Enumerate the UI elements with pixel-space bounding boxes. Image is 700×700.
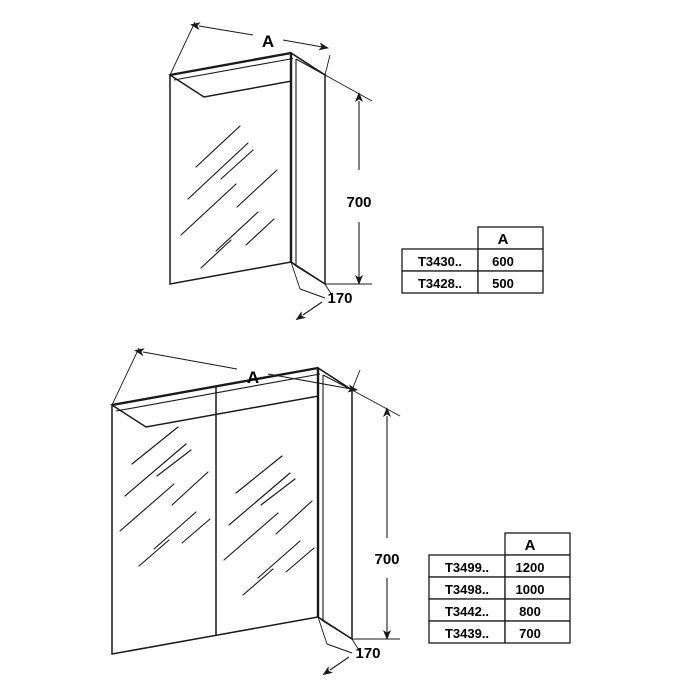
cabinet-body-single [168, 51, 327, 286]
mirror-reflection-lines-right-door [223, 455, 315, 596]
table-double-header-cell [504, 532, 571, 556]
mirror-reflection-lines-single [180, 125, 278, 269]
width-label-double: A [247, 368, 259, 387]
table-double-row3-code: T3442.. [445, 604, 489, 619]
table-single-row2-value-cell [477, 270, 544, 294]
height-dimension-double: 700 [351, 389, 401, 640]
width-dimension-double: A [111, 347, 361, 406]
table-single-row2-value: 500 [492, 276, 514, 291]
carcass-bottom-line-single [295, 265, 326, 285]
height-dimension-single: 700 [324, 74, 373, 285]
door-corner-detail-single [290, 261, 297, 267]
door-top-edge-single [169, 51, 292, 77]
variants-table-single: A T3430.. 600 T3428.. 500 [401, 226, 544, 294]
door-top-inner-edge-double [115, 373, 321, 412]
single-door-cabinet-view: A 700 170 [168, 21, 373, 321]
width-label-single: A [262, 32, 274, 51]
carcass-bottom-line-double [322, 620, 353, 640]
table-double-row4-code: T3439.. [445, 626, 489, 641]
table-double-column-header: A [525, 537, 536, 554]
height-label-double: 700 [374, 551, 399, 568]
table-single-column-header: A [498, 231, 509, 248]
table-single-row2-code: T3428.. [418, 276, 462, 291]
carcass-top-line-single [295, 58, 326, 76]
width-dimension-single: A [169, 21, 331, 76]
depth-label-single: 170 [327, 290, 352, 307]
table-double-row1-code: T3499.. [445, 560, 489, 575]
mirror-reflection-lines-left-door [119, 426, 211, 567]
double-door-cabinet-view: A 700 170 [109, 347, 401, 676]
table-single-row1-value: 600 [492, 254, 514, 269]
table-single-header-cell [477, 226, 544, 250]
depth-label-double: 170 [355, 645, 380, 662]
table-single-row1-code: T3430.. [418, 254, 462, 269]
depth-dimension-single: 170 [290, 261, 353, 321]
door-top-inner-edge-single [173, 57, 294, 81]
carcass-top-line-double [322, 374, 353, 391]
table-double-row3-value: 800 [519, 604, 541, 619]
cabinet-body-double [109, 366, 355, 655]
depth-dimension-double: 170 [317, 616, 381, 676]
table-double-row4-value-cell [504, 620, 571, 644]
table-double-row4-value: 700 [519, 626, 541, 641]
table-double-row1-value: 1200 [516, 560, 545, 575]
height-label-single: 700 [346, 194, 371, 211]
variants-table-double: A T3499.. 1200 T3498.. 1000 T3442.. 800 … [428, 532, 571, 644]
table-double-row2-value: 1000 [516, 582, 545, 597]
door-corner-detail-double [317, 616, 324, 622]
door-top-edge-double [111, 366, 319, 407]
table-double-row2-code: T3498.. [445, 582, 489, 597]
